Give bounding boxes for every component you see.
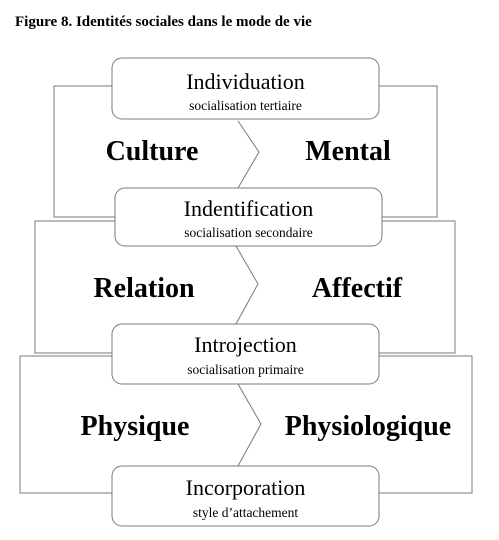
box-title: Individuation: [186, 69, 305, 94]
tier-frame-middle: [34, 220, 115, 354]
level-label-right: Affectif: [312, 273, 403, 304]
tier-frame-middle: [379, 220, 456, 354]
tier-frame-top: [379, 85, 438, 218]
box-subtitle: socialisation primaire: [187, 362, 304, 377]
chevron-divider: [235, 245, 259, 325]
level-label-left: Relation: [93, 273, 195, 304]
box-title: Indentification: [184, 196, 314, 221]
figure-title: Figure 8. Identités sociales dans le mod…: [15, 14, 312, 30]
box-subtitle: socialisation secondaire: [184, 225, 313, 240]
box-individuation: Individuation socialisation tertiaire: [111, 57, 380, 120]
box-title: Incorporation: [186, 475, 306, 500]
level-label-right: Physiologique: [285, 411, 451, 442]
tier-frame-bottom: [379, 355, 473, 494]
level-label-right: Mental: [305, 136, 391, 167]
box-introjection: Introjection socialisation primaire: [111, 323, 380, 385]
level-label-left: Physique: [81, 411, 190, 442]
chevron-divider: [237, 383, 262, 467]
box-title: Introjection: [194, 332, 297, 357]
box-indentification: Indentification socialisation secondaire: [114, 187, 383, 247]
box-incorporation: Incorporation style d’attachement: [111, 465, 380, 527]
level-label-left: Culture: [106, 136, 199, 167]
tier-frame-top: [53, 85, 115, 218]
box-subtitle: socialisation tertiaire: [189, 98, 302, 113]
box-subtitle: style d’attachement: [193, 505, 299, 520]
chevron-divider: [237, 120, 260, 189]
tier-frame-bottom: [19, 355, 112, 494]
